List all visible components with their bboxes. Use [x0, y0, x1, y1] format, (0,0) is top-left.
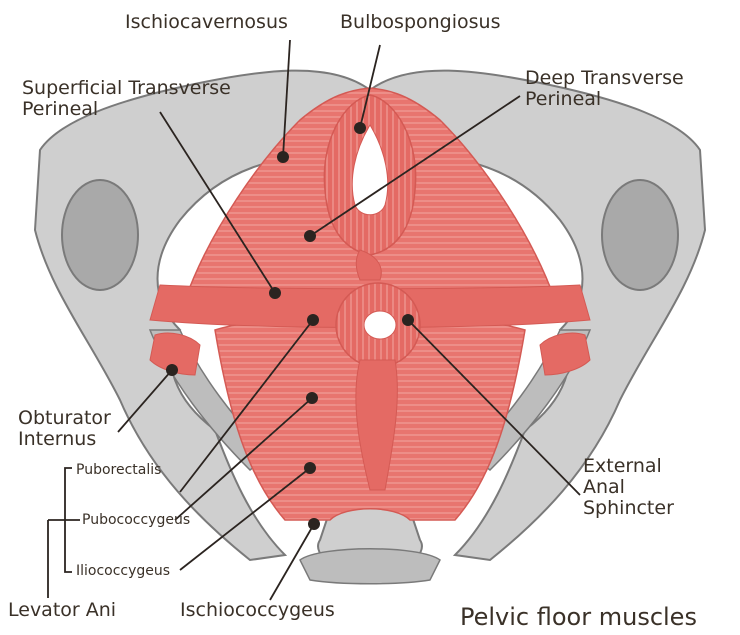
label-levator-ani: Levator Ani [8, 600, 116, 621]
dot-superficial-transverse [269, 287, 281, 299]
dot-deep-transverse [304, 230, 316, 242]
anal-opening [364, 311, 396, 339]
dot-obturator [166, 364, 178, 376]
dot-puborectalis [307, 314, 319, 326]
dot-ischiococcygeus [308, 518, 320, 530]
label-obturator-internus: Obturator Internus [18, 408, 111, 450]
diagram-title: Pelvic floor muscles [460, 604, 697, 630]
label-superficial-transverse-perineal: Superficial Transverse Perineal [22, 78, 231, 120]
label-deep-transverse-perineal: Deep Transverse Perineal [525, 68, 684, 110]
left-acetabulum [62, 180, 138, 290]
label-external-anal-sphincter: External Anal Sphincter [583, 456, 674, 519]
dot-pubococcygeus [306, 392, 318, 404]
dot-ischiocavernosus [277, 151, 289, 163]
label-iliococcygeus: Iliococcygeus [76, 563, 170, 579]
sacrum-base [300, 549, 440, 584]
label-pubococcygeus: Pubococcygeus [82, 512, 190, 528]
label-bulbospongiosus: Bulbospongiosus [340, 12, 500, 33]
dot-bulbospongiosus [354, 122, 366, 134]
label-ischiocavernosus: Ischiocavernosus [125, 12, 288, 33]
label-puborectalis: Puborectalis [76, 462, 161, 478]
dot-external-anal [402, 314, 414, 326]
dot-iliococcygeus [304, 462, 316, 474]
label-ischiococcygeus: Ischiococcygeus [180, 600, 335, 621]
right-acetabulum [602, 180, 678, 290]
